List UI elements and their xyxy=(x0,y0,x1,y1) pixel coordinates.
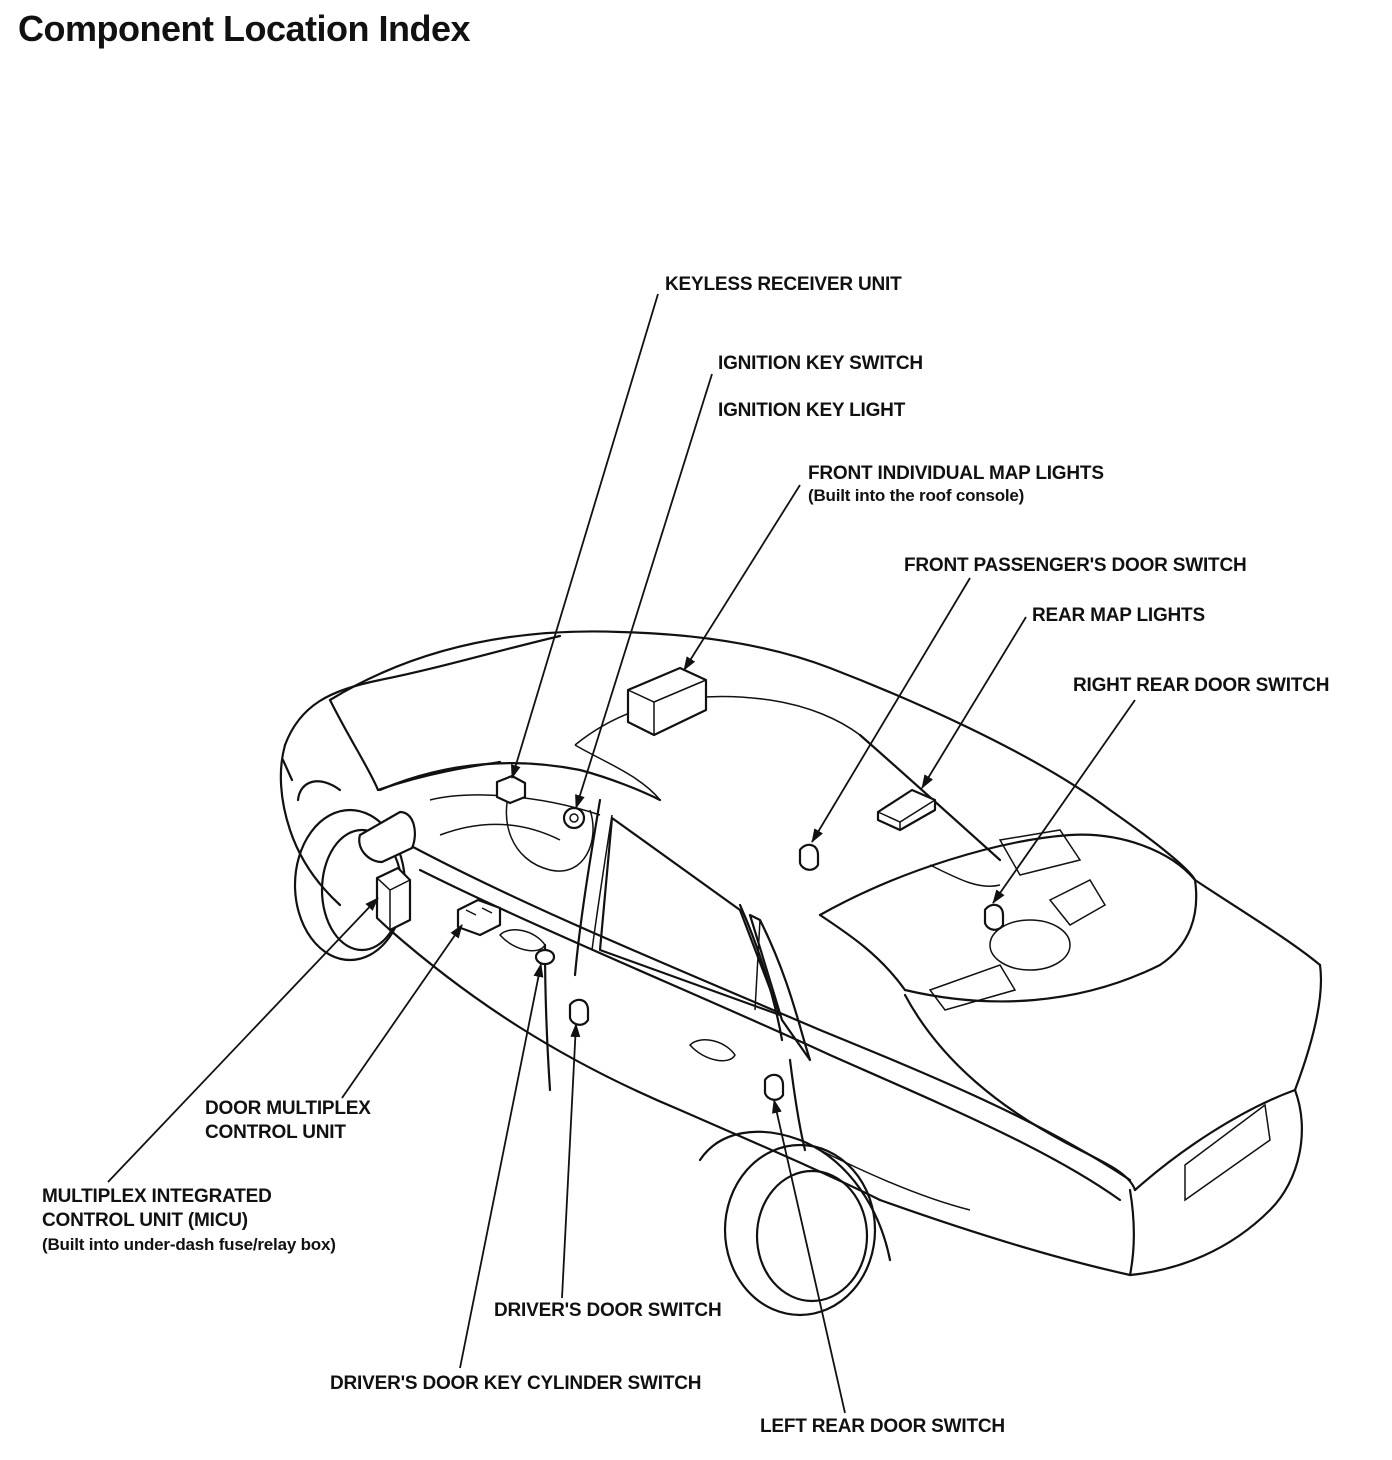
keyless-receiver-component xyxy=(495,774,527,805)
car-sill xyxy=(388,928,882,1202)
leader-keyless xyxy=(510,293,659,779)
micu-component xyxy=(375,866,412,932)
car-c-pillar xyxy=(858,733,1002,862)
car-rear-bumper xyxy=(1128,1088,1303,1277)
car-roof xyxy=(328,630,1197,882)
car-front-bumper xyxy=(279,743,342,907)
label-micu: MULTIPLEX INTEGRATED CONTROL UNIT (MICU)… xyxy=(42,1186,336,1254)
label-drivers-door-key-cylinder-switch: DRIVER'S DOOR KEY CYLINDER SWITCH xyxy=(330,1373,702,1394)
rear-map-light-component xyxy=(876,788,937,832)
car-license-plate xyxy=(1184,1103,1271,1202)
leader-rear-map xyxy=(921,616,1027,789)
leader-micu xyxy=(107,897,379,1183)
drivers-door-switch-component xyxy=(568,998,590,1026)
car-front-fender xyxy=(296,780,342,802)
key-cylinder-component xyxy=(534,948,556,966)
rear-wheel xyxy=(723,1143,877,1317)
ignition-key-switch-component xyxy=(562,806,586,830)
leader-left-rear xyxy=(771,1099,846,1414)
page-title: Component Location Index xyxy=(18,8,471,49)
leader-door-multiplex xyxy=(341,924,463,1099)
side-mirror xyxy=(358,810,416,864)
leader-front-map xyxy=(683,484,801,671)
label-door-multiplex-control-unit: DOOR MULTIPLEX CONTROL UNIT xyxy=(205,1098,371,1143)
label-ignition-key-light: IGNITION KEY LIGHT xyxy=(718,400,906,421)
leader-front-passenger xyxy=(811,577,971,843)
car-front-door-handle xyxy=(498,929,546,952)
left-rear-door-switch-component xyxy=(763,1073,785,1101)
label-rear-map-lights: REAR MAP LIGHTS xyxy=(1032,605,1205,626)
leader-lines xyxy=(107,293,1136,1414)
car-rear-fender xyxy=(698,1130,892,1262)
car-windshield xyxy=(378,762,662,802)
car-outline xyxy=(279,630,1323,1277)
car-rear-glass xyxy=(818,913,907,992)
front-passenger-door-switch-component xyxy=(798,843,820,871)
label-front-map-lights: FRONT INDIVIDUAL MAP LIGHTS (Built into … xyxy=(808,463,1104,505)
label-front-passenger-door-switch: FRONT PASSENGER'S DOOR SWITCH xyxy=(904,555,1247,576)
leader-ignition xyxy=(575,373,713,809)
car-a-pillar xyxy=(573,798,602,977)
label-left-rear-door-switch: LEFT REAR DOOR SWITCH xyxy=(760,1416,1005,1437)
car-rear-window xyxy=(748,913,812,1062)
front-map-light-component xyxy=(626,666,708,737)
door-multiplex-component xyxy=(456,898,502,937)
leader-key-cylinder xyxy=(459,963,544,1369)
label-drivers-door-switch: DRIVER'S DOOR SWITCH xyxy=(494,1300,722,1321)
label-ignition-key-switch: IGNITION KEY SWITCH xyxy=(718,353,923,374)
car-trunk xyxy=(903,993,1137,1192)
right-rear-door-switch-component xyxy=(983,903,1005,931)
car-rear-door-handle xyxy=(688,1039,736,1062)
label-right-rear-door-switch: RIGHT REAR DOOR SWITCH xyxy=(1073,675,1330,696)
label-keyless-receiver: KEYLESS RECEIVER UNIT xyxy=(665,274,902,295)
leader-right-rear xyxy=(992,699,1136,904)
car-hood xyxy=(283,634,562,747)
leader-drivers-door xyxy=(561,1023,581,1299)
